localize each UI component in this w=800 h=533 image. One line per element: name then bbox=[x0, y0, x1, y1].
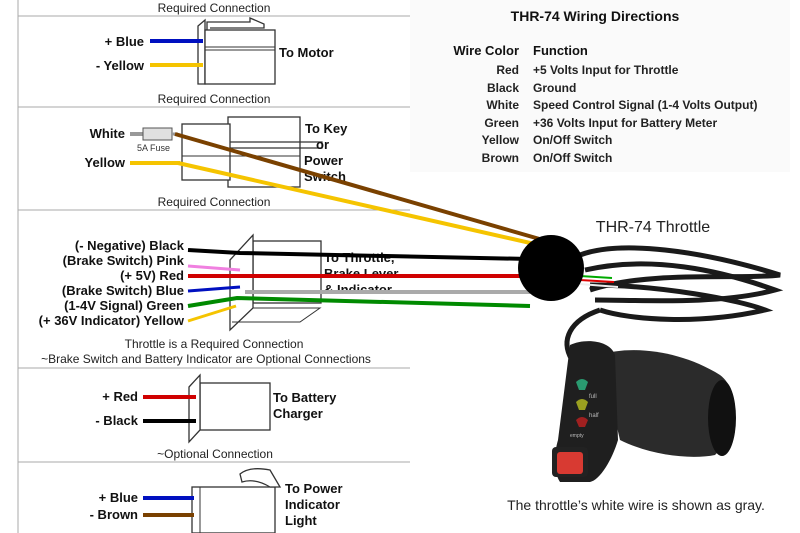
connector-latch bbox=[206, 17, 265, 30]
wire-label: - Yellow bbox=[96, 58, 145, 73]
wire-label: (+ 5V) Red bbox=[120, 268, 184, 283]
svg-text:Ground: Ground bbox=[533, 81, 576, 95]
table-row: Red +5 Volts Input for Throttle bbox=[496, 63, 678, 77]
svg-text:Brown: Brown bbox=[482, 151, 519, 165]
svg-text:Yellow: Yellow bbox=[482, 133, 520, 147]
top-cut-caption: Required Connection bbox=[158, 1, 271, 15]
section-caption: Required Connection bbox=[158, 195, 271, 209]
svg-text:On/Off Switch: On/Off Switch bbox=[533, 133, 612, 147]
fuse-icon bbox=[142, 127, 173, 141]
key-switch-section: 5A Fuse White Yellow To Key or Power Swi… bbox=[85, 116, 348, 209]
green-wire bbox=[187, 295, 531, 308]
grip-opening bbox=[708, 380, 736, 456]
table-row: White Speed Control Signal (1-4 Volts Out… bbox=[486, 98, 757, 112]
indicator-section: + Blue - Brown To Power Indicator Light bbox=[90, 468, 343, 533]
table-row: Brown On/Off Switch bbox=[482, 151, 613, 165]
connector-target: To Motor bbox=[279, 45, 334, 60]
power-button bbox=[557, 452, 583, 474]
svg-text:Red: Red bbox=[496, 63, 519, 77]
charger-connector-face bbox=[188, 373, 201, 444]
wire-label: - Black bbox=[95, 413, 138, 428]
connector-latch bbox=[239, 468, 282, 488]
connector-target: To Battery bbox=[273, 390, 337, 405]
pink-wire bbox=[187, 264, 241, 272]
wiring-directions: THR-74 Wiring Directions Wire Color Func… bbox=[453, 8, 757, 165]
wire-label: - Brown bbox=[90, 507, 138, 522]
wire-label: + Red bbox=[102, 389, 138, 404]
wire-label: (Brake Switch) Blue bbox=[62, 283, 184, 298]
blue-wire bbox=[187, 285, 241, 293]
charger-connector bbox=[199, 382, 271, 431]
empty-led-icon bbox=[576, 417, 588, 427]
table-row: Yellow On/Off Switch bbox=[482, 133, 613, 147]
motor-connector-section: + Blue - Yellow To Motor Required Connec… bbox=[96, 17, 334, 106]
wire-label: (1-4V Signal) Green bbox=[64, 298, 184, 313]
brown-wire bbox=[174, 132, 551, 244]
connector-target: Light bbox=[285, 513, 317, 528]
throttle-wires bbox=[174, 132, 551, 308]
throttle-photo: THR-74 Throttle full half empty The thro… bbox=[507, 219, 784, 513]
half-led-icon bbox=[576, 399, 588, 410]
yellow-wire bbox=[187, 304, 237, 323]
fuse-label: 5A Fuse bbox=[137, 143, 170, 153]
directions-panel bbox=[410, 0, 790, 172]
table-row: Black Ground bbox=[487, 81, 576, 95]
black-wire bbox=[187, 248, 531, 261]
table-row: Green +36 Volts Input for Battery Meter bbox=[484, 116, 717, 130]
svg-text:On/Off Switch: On/Off Switch bbox=[533, 151, 612, 165]
svg-text:+5 Volts Input for Throttle: +5 Volts Input for Throttle bbox=[533, 63, 679, 77]
svg-text:Speed Control Signal (1-4 Volt: Speed Control Signal (1-4 Volts Output) bbox=[533, 98, 757, 112]
svg-text:White: White bbox=[486, 98, 519, 112]
wire-label: + Blue bbox=[99, 490, 138, 505]
full-led-icon bbox=[576, 379, 588, 390]
svg-text:Black: Black bbox=[487, 81, 519, 95]
throttle-grip bbox=[600, 350, 735, 457]
svg-text:+36 Volts Input for Battery Me: +36 Volts Input for Battery Meter bbox=[533, 116, 717, 130]
connector-target: & Indicator bbox=[324, 282, 392, 297]
led-label: full bbox=[589, 394, 597, 400]
wire-label: Yellow bbox=[85, 155, 126, 170]
connector-target: To Key bbox=[305, 121, 348, 136]
throttle-connector-face bbox=[229, 233, 254, 332]
column-header: Function bbox=[533, 43, 588, 58]
svg-text:Green: Green bbox=[484, 116, 519, 130]
connector-target: or bbox=[316, 137, 329, 152]
wire-label: (+ 36V Indicator) Yellow bbox=[39, 313, 185, 328]
connector-target: Indicator bbox=[285, 497, 340, 512]
section-caption: Throttle is a Required Connection bbox=[125, 337, 304, 351]
wire-label: (- Negative) Black bbox=[75, 238, 185, 253]
cable-wire-ends bbox=[579, 275, 619, 288]
wire-junction-dot bbox=[518, 235, 584, 301]
indicator-connector bbox=[191, 486, 276, 533]
product-title: THR-74 Throttle bbox=[596, 219, 711, 236]
product-caption: The throttle’s white wire is shown as gr… bbox=[507, 497, 765, 513]
connector-face bbox=[197, 18, 206, 85]
wire-label: (Brake Switch) Pink bbox=[63, 253, 185, 268]
section-caption: ~Optional Connection bbox=[157, 447, 273, 461]
charger-section: + Red - Black To Battery Charger ~Option… bbox=[95, 373, 337, 461]
column-header: Wire Color bbox=[453, 43, 519, 58]
connector-target: To Power bbox=[285, 481, 343, 496]
connector-target: Charger bbox=[273, 406, 323, 421]
led-label: empty bbox=[570, 433, 584, 439]
throttle-housing bbox=[554, 341, 618, 482]
section-caption: ~Brake Switch and Battery Indicator are … bbox=[41, 352, 371, 366]
connector-target: Power bbox=[304, 153, 343, 168]
led-label: half bbox=[589, 413, 599, 419]
wire-label: + Blue bbox=[105, 34, 144, 49]
yellow-wire bbox=[177, 161, 549, 249]
motor-connector bbox=[204, 29, 276, 85]
wire-label: White bbox=[90, 126, 125, 141]
section-caption: Required Connection bbox=[158, 92, 271, 106]
directions-title: THR-74 Wiring Directions bbox=[511, 8, 680, 24]
connector-target: Brake Lever bbox=[324, 266, 398, 281]
